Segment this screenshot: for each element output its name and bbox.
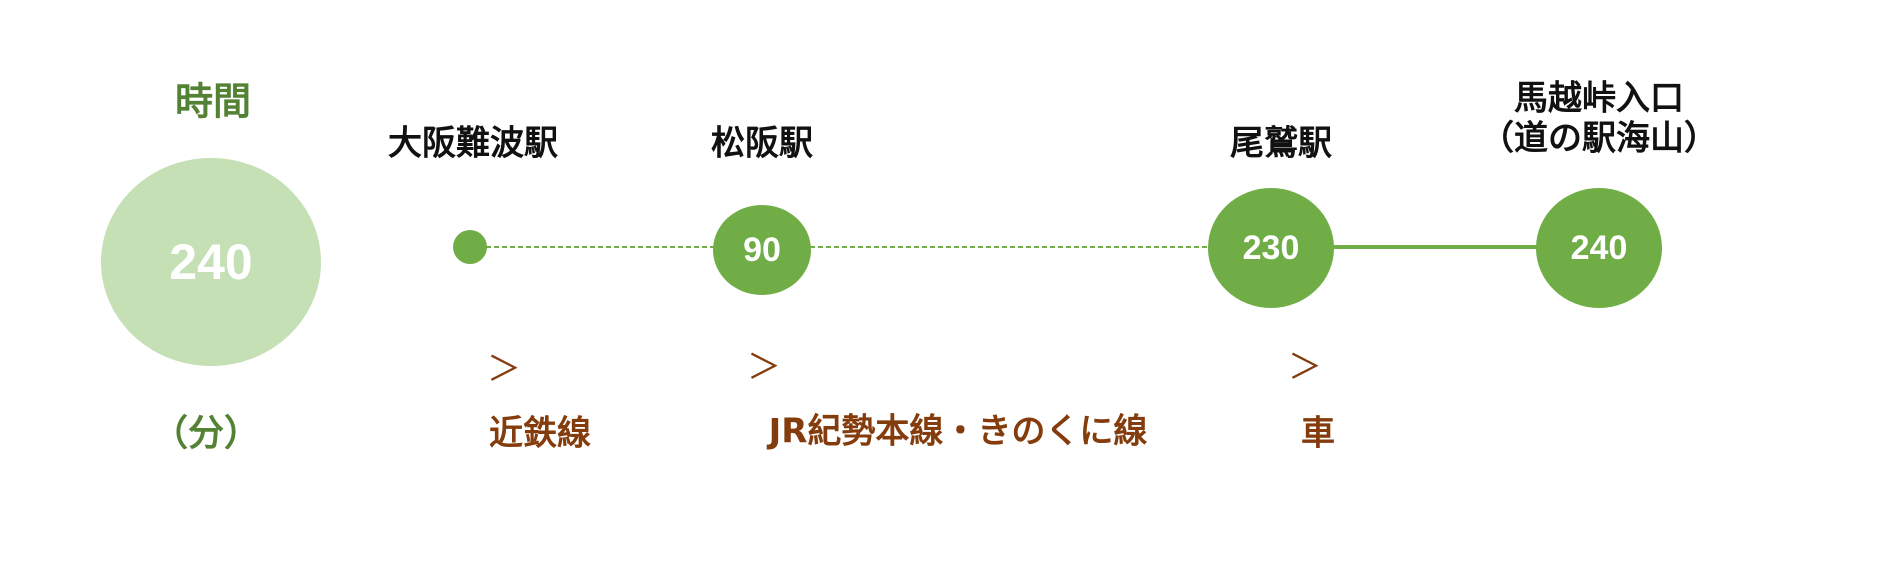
route-label-car: 車 (1301, 413, 1335, 454)
station-label-magose-2: （道の駅海山） (1480, 118, 1718, 159)
station-circle-magose: 240 (1536, 188, 1662, 308)
arrow-icon: ＞ (487, 349, 521, 390)
total-time-value: 240 (169, 234, 253, 290)
station-label-owase: 尾鷲駅 (1230, 123, 1332, 164)
legend-unit: （分） (151, 413, 261, 454)
total-time-circle: 240 (101, 158, 321, 366)
route-label-kintetsu: 近鉄線 (489, 413, 591, 454)
arrow-icon: ＞ (1288, 347, 1322, 388)
station-label-magose-1: 馬越峠入口 (1514, 78, 1684, 119)
time-value: 230 (1242, 228, 1300, 267)
station-label-namba: 大阪難波駅 (388, 123, 558, 164)
route-label-jr: JR紀勢本線・きのくに線 (768, 411, 1148, 452)
station-dot-namba (453, 230, 487, 264)
time-value: 240 (1570, 228, 1628, 267)
station-label-matsusaka: 松阪駅 (711, 123, 813, 164)
arrow-icon: ＞ (747, 347, 781, 388)
station-circle-owase: 230 (1208, 188, 1334, 308)
legend-title: 時間 (174, 79, 252, 124)
station-circle-matsusaka: 90 (713, 205, 811, 295)
time-value: 90 (743, 230, 781, 269)
